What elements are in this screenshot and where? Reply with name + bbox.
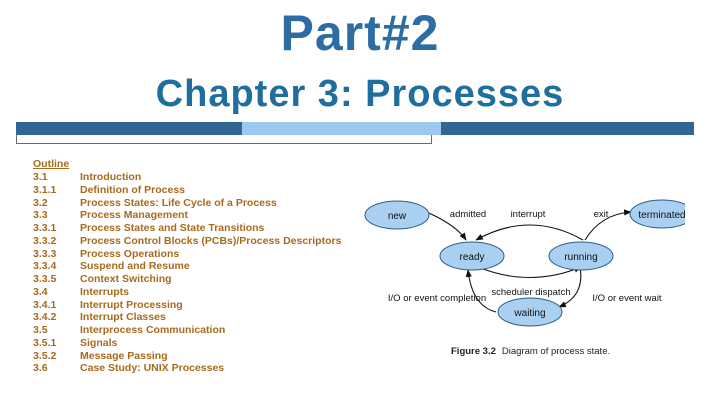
outline-item-number: 3.4 bbox=[33, 285, 48, 298]
state-running: running bbox=[548, 241, 614, 271]
label-scheduler-dispatch: scheduler dispatch bbox=[491, 287, 570, 298]
divider-bar-middle bbox=[242, 122, 441, 135]
outline-item: 3.6 Case Study: UNIX Processes bbox=[33, 362, 341, 375]
outline-item-number: 3.3.5 bbox=[33, 273, 57, 285]
outline-item-title: Context Switching bbox=[80, 273, 172, 285]
outline-item: 3.2 Process States: Life Cycle of a Proce… bbox=[33, 197, 341, 210]
outline-item: 3.1.1 Definition of Process bbox=[33, 184, 341, 197]
label-io-completion: I/O or event completion bbox=[388, 293, 486, 304]
outline-item: 3.5.1 Signals bbox=[33, 337, 341, 350]
arrow-io-completion bbox=[465, 269, 497, 313]
outline-item-number: 3.3 bbox=[33, 209, 48, 222]
label-io-wait: I/O or event wait bbox=[592, 293, 662, 304]
figure-caption: Figure 3.2 Diagram of process state. bbox=[451, 346, 610, 357]
outline-item-title: Process Management bbox=[80, 209, 188, 222]
outline-item-number: 3.3.1 bbox=[33, 222, 57, 234]
state-new: new bbox=[364, 200, 430, 230]
outline-item: 3.3.2 Process Control Blocks (PCBs)/Proce… bbox=[33, 235, 341, 248]
state-terminated: terminated bbox=[629, 199, 685, 229]
figure-caption-label: Figure 3.2 bbox=[451, 346, 496, 357]
outline-item-number: 3.3.2 bbox=[33, 234, 57, 247]
arrow-interrupt bbox=[475, 224, 584, 241]
outline-item-title: Message Passing bbox=[80, 349, 168, 362]
outline-item-title: Interrupt Classes bbox=[80, 311, 166, 324]
outline-heading: Outline bbox=[33, 158, 70, 170]
figure-caption-text: Diagram of process state. bbox=[501, 346, 611, 357]
outline-item: 3.5.2 Message Passing bbox=[33, 350, 341, 363]
outline-item-title: Suspend and Resume bbox=[80, 260, 190, 273]
outline-item-number: 3.5.1 bbox=[33, 336, 57, 349]
divider-bar-left bbox=[16, 122, 242, 135]
outline-item: 3.4 Interrupts bbox=[33, 286, 341, 299]
outline-item-title: Process States and State Transitions bbox=[80, 222, 265, 234]
label-interrupt: interrupt bbox=[511, 209, 546, 220]
outline-item-number: 3.2 bbox=[33, 196, 48, 209]
outline: Outline 3.1 Introduction 3.1.1 Definition o… bbox=[33, 158, 341, 375]
outline-item-number: 3.5.2 bbox=[33, 349, 57, 362]
svg-text:new: new bbox=[388, 211, 407, 222]
outline-item-title: Process Control Blocks (PCBs)/Process De… bbox=[80, 234, 342, 247]
outline-item: 3.3.3 Process Operations bbox=[33, 248, 341, 261]
label-admitted: admitted bbox=[450, 209, 486, 220]
outline-item-number: 3.3.3 bbox=[33, 247, 57, 260]
outline-item: 3.3 Process Management bbox=[33, 209, 341, 222]
label-exit: exit bbox=[594, 209, 609, 220]
outline-item-number: 3.1.1 bbox=[33, 183, 57, 196]
outline-item-number: 3.4.1 bbox=[33, 298, 57, 311]
outline-item: 3.4.1 Interrupt Processing bbox=[33, 299, 341, 312]
outline-item-title: Definition of Process bbox=[80, 183, 186, 196]
outline-item: 3.1 Introduction bbox=[33, 171, 341, 184]
outline-item-number: 3.3.4 bbox=[33, 260, 57, 273]
outline-item-title: Interprocess Communication bbox=[80, 324, 226, 336]
outline-item: 3.3.4 Suspend and Resume bbox=[33, 260, 341, 273]
outline-item-number: 3.4.2 bbox=[33, 311, 57, 324]
outline-item-number: 3.5 bbox=[33, 324, 48, 336]
outline-item-title: Process States: Life Cycle of a Process bbox=[80, 196, 277, 209]
state-ready: ready bbox=[439, 241, 505, 271]
outline-item-title: Introduction bbox=[80, 171, 142, 183]
arrow-io-wait bbox=[558, 266, 582, 308]
arrow-exit bbox=[584, 209, 632, 241]
outline-item-number: 3.6 bbox=[33, 362, 48, 375]
svg-text:terminated: terminated bbox=[638, 210, 685, 221]
outline-item: 3.3.5 Context Switching bbox=[33, 273, 341, 286]
outline-list: 3.1 Introduction 3.1.1 Definition of Proces… bbox=[33, 171, 341, 375]
divider-bar-right bbox=[441, 122, 694, 135]
divider-frame bbox=[16, 135, 432, 144]
outline-item: 3.5 Interprocess Communication bbox=[33, 324, 341, 337]
svg-text:running: running bbox=[564, 252, 597, 263]
outline-item-title: Process Operations bbox=[80, 247, 180, 260]
state-waiting: waiting bbox=[497, 297, 563, 327]
outline-item-title: Interrupt Processing bbox=[80, 298, 183, 311]
outline-item-number: 3.1 bbox=[33, 171, 48, 183]
process-state-diagram: new terminated ready running waiting adm… bbox=[364, 199, 685, 327]
svg-text:ready: ready bbox=[459, 252, 484, 263]
arrow-admitted bbox=[428, 212, 467, 241]
outline-item-title: Interrupts bbox=[80, 285, 130, 298]
outline-item-title: Signals bbox=[80, 336, 118, 349]
arrow-scheduler-dispatch bbox=[477, 266, 582, 278]
outline-item: 3.4.2 Interrupt Classes bbox=[33, 311, 341, 324]
outline-item: 3.3.1 Process States and State Transition… bbox=[33, 222, 341, 235]
part-title: Part#2 bbox=[280, 5, 440, 61]
chapter-title: Chapter 3: Processes bbox=[155, 73, 565, 115]
outline-item-title: Case Study: UNIX Processes bbox=[80, 362, 225, 375]
svg-text:waiting: waiting bbox=[513, 308, 545, 319]
